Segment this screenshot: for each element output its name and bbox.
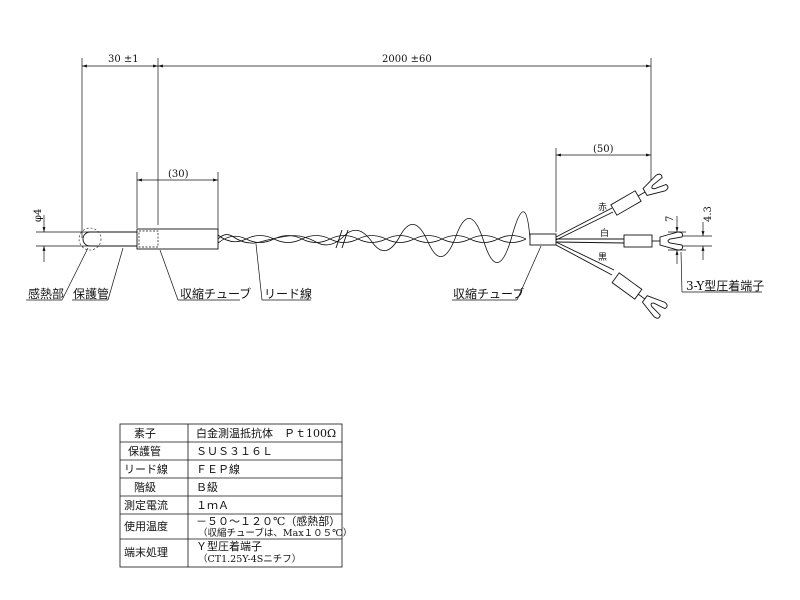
dimension-branch <box>555 148 651 232</box>
dim-terminal-width: 7 <box>665 216 676 222</box>
dimension-diameter <box>36 215 95 262</box>
terminal-black <box>611 272 668 319</box>
label-shrink-tube-left: 収縮チューブ <box>180 286 251 301</box>
sensor-probe <box>82 228 219 250</box>
spec-key-lead-wire: リード線 <box>124 462 168 476</box>
dim-terminal-height: 4.3 <box>703 206 714 222</box>
spec-key-termination: 端末処理 <box>124 545 168 559</box>
label-protective-tube: 保護管 <box>73 286 109 301</box>
label-terminal: 3-Y型圧着端子 <box>686 278 764 293</box>
spec-key-protective-tube: 保護管 <box>128 444 161 458</box>
shrink-tube-right <box>529 233 557 246</box>
wire-break-mark <box>335 229 349 249</box>
spec-key-current: 測定電流 <box>124 498 168 512</box>
spec-value-temperature: －５０～１２０℃（感熱部） <box>196 514 340 528</box>
wire-color-white: 白 <box>600 227 609 239</box>
spec-table: 素子 白金測温抵抗体 Ｐｔ100Ω 保護管 ＳＵＳ３１６Ｌ リード線 ＦＥＰ線 … <box>119 423 352 568</box>
leader-lines <box>26 243 762 301</box>
branch-wires <box>555 207 625 276</box>
dim-branch-length: (50) <box>593 144 614 155</box>
terminal-red <box>610 173 669 216</box>
dimension-overall <box>81 58 652 238</box>
label-lead-wire: リード線 <box>264 286 312 301</box>
wire-color-black: 黒 <box>598 252 607 263</box>
spec-value-class: Ｂ級 <box>196 481 218 494</box>
dimension-shrink-tube <box>136 172 219 232</box>
spec-note-termination: （CT1.25Y-4Sニチフ） <box>198 553 301 565</box>
wire-color-red: 赤 <box>598 202 607 213</box>
spec-value-termination: Ｙ型圧着端子 <box>196 539 262 553</box>
spec-value-lead-wire: ＦＥＰ線 <box>196 462 240 476</box>
dim-diameter: φ4 <box>33 209 44 222</box>
spec-key-class: 階級 <box>134 480 156 494</box>
dim-total-length: 2000 ±60 <box>382 54 432 65</box>
label-sensing-part: 感熱部 <box>28 286 64 301</box>
spec-note-temperature: （収縮チューブは、Max１０５℃） <box>198 527 352 539</box>
dim-sensor-length: 30 ±1 <box>108 54 139 65</box>
lead-wire <box>217 211 531 263</box>
dimension-terminal <box>668 216 712 264</box>
dim-shrink-tube-length: (30) <box>168 169 189 180</box>
spec-value-element: 白金測温抵抗体 Ｐｔ100Ω <box>196 426 336 440</box>
label-shrink-tube-right: 収縮チューブ <box>453 286 524 301</box>
spec-value-protective-tube: ＳＵＳ３１６Ｌ <box>196 445 273 458</box>
sensing-part-marker <box>78 227 102 251</box>
terminal-white <box>623 231 683 251</box>
spec-key-temperature: 使用温度 <box>124 519 168 533</box>
spec-value-current: １ｍＡ <box>196 499 229 512</box>
spec-key-element: 素子 <box>134 427 156 440</box>
